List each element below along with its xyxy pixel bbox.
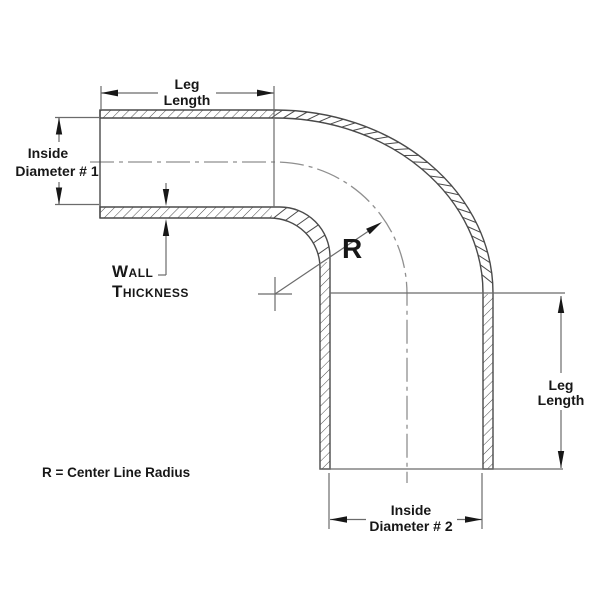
hatch-bottom-wall bbox=[100, 207, 272, 218]
inside-diameter-2-label-1: Inside bbox=[391, 502, 432, 518]
tube-centerline bbox=[90, 161, 408, 483]
callout-wall-thickness: Wall Thickness bbox=[112, 183, 189, 301]
arrowhead-down bbox=[55, 187, 63, 205]
dimension-leg-length-right: Leg Length bbox=[330, 292, 585, 468]
inner-wall-band bbox=[99, 206, 331, 470]
inside-diameter-2-label-2: Diameter # 2 bbox=[369, 518, 452, 534]
radius-legend: R = Center Line Radius bbox=[42, 465, 190, 480]
wall-thickness-label-1: Wall bbox=[112, 262, 153, 281]
leg-length-right-label-2: Length bbox=[538, 392, 585, 408]
callout-radius: R bbox=[258, 222, 382, 311]
leg-length-right-label-1: Leg bbox=[549, 377, 574, 393]
hatch-top-wall bbox=[100, 110, 277, 118]
arrowhead-down bbox=[557, 451, 565, 468]
dimension-leg-length-top: Leg Length bbox=[100, 76, 275, 207]
hatch-inner-arc bbox=[273, 207, 330, 255]
hatch-right-wall bbox=[483, 294, 493, 469]
arrowhead-left bbox=[330, 516, 347, 523]
arrowhead-down bbox=[162, 189, 170, 206]
dimension-inside-diameter-2: Inside Diameter # 2 bbox=[328, 473, 483, 534]
hatch-left-wall bbox=[320, 262, 330, 469]
arrowhead-left bbox=[101, 89, 118, 97]
inside-diameter-1-label-1: Inside bbox=[28, 145, 69, 161]
arrowhead-right bbox=[465, 516, 482, 523]
dimension-inside-diameter-1: Inside Diameter # 1 bbox=[15, 116, 99, 206]
radius-symbol-label: R bbox=[342, 233, 362, 264]
hatch-outer-arc bbox=[271, 109, 494, 284]
arrowhead-radius bbox=[366, 222, 382, 235]
leg-length-top-label-1: Leg bbox=[175, 76, 200, 92]
wall-thickness-label-2: Thickness bbox=[112, 282, 189, 301]
arrowhead-up bbox=[162, 219, 170, 236]
arrowhead-up bbox=[557, 296, 565, 313]
inside-diameter-1-label-2: Diameter # 1 bbox=[15, 163, 98, 179]
arrowhead-up bbox=[55, 117, 63, 135]
arrowhead-right bbox=[257, 89, 274, 97]
leg-length-top-label-2: Length bbox=[164, 92, 211, 108]
